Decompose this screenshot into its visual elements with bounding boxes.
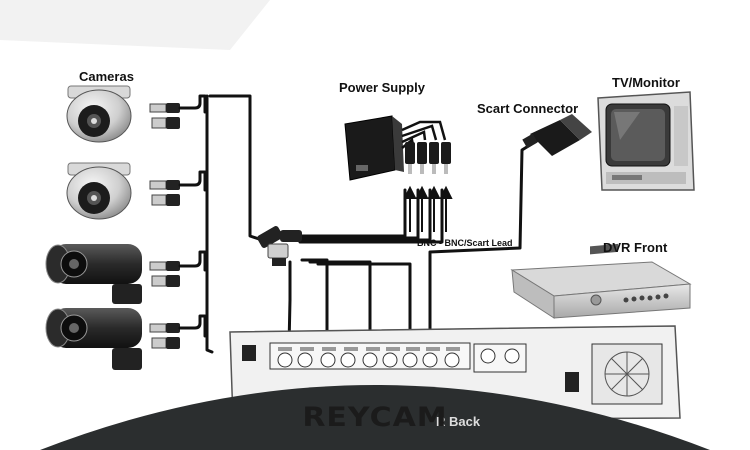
scart-connector-label: Scart Connector: [477, 101, 579, 116]
power-plugs: [405, 142, 451, 174]
brand-banner: [40, 385, 710, 450]
dome-camera-1: [66, 85, 132, 143]
tv-monitor: [597, 91, 695, 191]
power-arrows: [403, 185, 453, 232]
cameras-label: Cameras: [79, 69, 134, 84]
scart-plug: [522, 114, 592, 156]
bnc-connector-hub: [257, 226, 302, 266]
dvr-front-label: DVR Front: [603, 240, 668, 255]
power-supply-adapter: [344, 115, 404, 181]
dvr-back-panel: [229, 325, 681, 421]
bnc-scart-lead-label: BNC - BNC/Scart Lead: [417, 238, 513, 248]
bullet-camera-1: [45, 244, 142, 304]
reycam-logo: REYCAM: [302, 401, 448, 434]
dome-camera-2: [66, 162, 132, 220]
camera-connector-4: [149, 323, 180, 349]
bullet-camera-2: [45, 308, 142, 370]
power-supply-label: Power Supply: [339, 80, 425, 95]
camera-connector-3: [149, 261, 180, 287]
dvr-port-labels: [278, 347, 460, 351]
camera-connector-1: [149, 103, 180, 129]
dvr-front-unit: [510, 243, 692, 319]
dvr-back-label: R Back: [436, 414, 481, 429]
camera-connector-2: [149, 180, 180, 206]
bnc-ports-row: [269, 342, 471, 370]
tv-monitor-label: TV/Monitor: [612, 75, 680, 90]
